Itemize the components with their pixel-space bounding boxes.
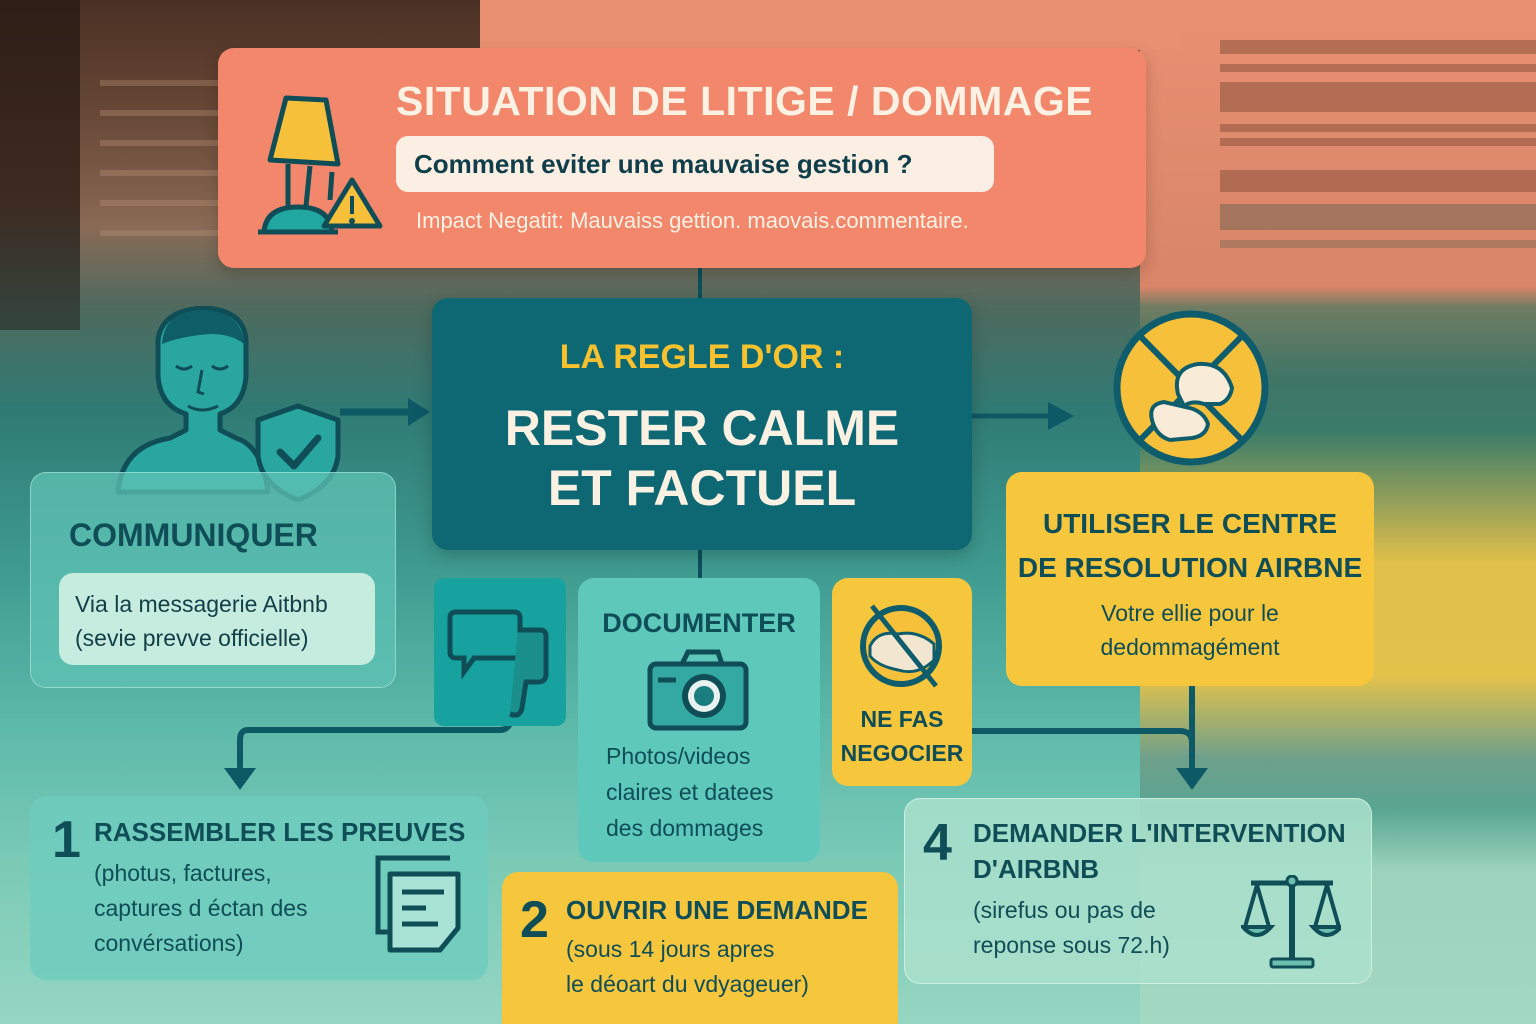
step-4-title-line-2: D'AIRBNB [973,854,1100,884]
step-4-description: (sirefus ou pas de reponse sous 72.h) [973,893,1170,963]
background-decorative-lines [100,80,220,260]
golden-rule-label: LA REGLE D'OR : [559,338,845,376]
documenter-description: Photos/videos claires et datees des domm… [606,738,773,846]
scale-justice-icon [1241,875,1341,969]
golden-rule-card: LA REGLE D'OR : RESTER CALME ET FACTUEL [432,298,972,550]
step-2-line-2: le déoart du vdyageuer) [566,971,809,997]
chat-bubbles-icon [447,609,549,718]
golden-rule-text: RESTER CALME ET FACTUEL [432,398,972,518]
step-4-card: 4 DEMANDER L'INTERVENTION D'AIRBNB (sire… [904,798,1372,984]
lamp-warning-icon [258,95,383,235]
step-2-number: 2 [520,891,549,949]
step-1-number: 1 [52,811,81,869]
step-4-title: DEMANDER L'INTERVENTION D'AIRBNB [973,815,1346,887]
communiquer-line-1: Via la messagerie Aitbnb [75,591,328,617]
camera-icon [647,649,749,731]
header-question: Comment eviter une mauvaise gestion ? [414,148,913,179]
handshake-icon [1113,310,1269,466]
step-4-number: 4 [923,814,952,872]
documenter-title: DOCUMENTER [602,608,796,638]
header-impact-text: Impact Negatit: Mauvaiss gettion. maovai… [416,208,969,233]
documents-icon [375,855,461,953]
step-2-description: (sous 14 jours apres le déoart du vdyage… [566,932,809,1002]
resolution-centre-subtitle: Votre ellie pour le dedommagément [1006,596,1374,664]
header-question-pill: Comment eviter une mauvaise gestion ? [396,136,994,192]
step-2-title: OUVRIR UNE DEMANDE [566,895,868,925]
resolution-centre-line-2: DE RESOLUTION AIRBNE [1017,552,1363,583]
step-1-line-1: (photus, factures, [94,860,272,886]
golden-rule-line-1: RESTER CALME [504,400,900,456]
step-1-line-2: captures d éctan des [94,895,308,921]
documenter-line-2: claires et datees [606,779,774,805]
ne-pas-negocier-line-2: NEGOCIER [840,740,964,766]
background-top-band [480,0,1180,50]
documenter-card: DOCUMENTER Photos/videos claires et date… [578,578,820,862]
header-title: SITUATION DE LITIGE / DOMMAGE [396,78,1094,124]
resolution-centre-card: UTILISER LE CENTRE DE RESOLUTION AIRBNE … [1006,472,1374,686]
step-2-card: 2 OUVRIR UNE DEMANDE (sous 14 jours apre… [502,872,898,1024]
step-4-line-2: reponse sous 72.h) [973,932,1170,958]
ne-pas-negocier-line-1: NE FAS [860,706,944,732]
situation-header-card: SITUATION DE LITIGE / DOMMAGE Comment ev… [218,48,1146,268]
documenter-line-1: Photos/videos [606,743,751,769]
chat-card [434,578,566,726]
resolution-centre-sub-1: Votre ellie pour le [1101,600,1279,626]
step-1-card: 1 RASSEMBLER LES PREUVES (photus, factur… [30,796,488,980]
resolution-centre-sub-2: dedommagément [1100,634,1280,660]
resolution-centre-line-1: UTILISER LE CENTRE [1042,508,1337,539]
ne-pas-negocier-card: NE FAS NEGOCIER [832,578,972,786]
documenter-line-3: des dommages [606,815,764,841]
step-4-title-line-1: DEMANDER L'INTERVENTION [973,818,1346,848]
communiquer-title: COMMUNIQUER [69,517,318,553]
ne-pas-negocier-title: NE FAS NEGOCIER [832,702,972,770]
step-2-line-1: (sous 14 jours apres [566,936,775,962]
background-left-dark [0,0,80,330]
step-1-title: RASSEMBLER LES PREUVES [94,817,466,847]
step-1-description: (photus, factures, captures d éctan des … [94,856,308,961]
step-4-line-1: (sirefus ou pas de [973,897,1156,923]
resolution-centre-title: UTILISER LE CENTRE DE RESOLUTION AIRBNE [1006,502,1374,590]
communiquer-card: COMMUNIQUER Via la messagerie Aitbnb (se… [30,472,396,688]
no-handshake-icon [860,604,942,688]
step-1-line-3: convérsations) [94,930,244,956]
golden-rule-line-2: ET FACTUEL [547,460,857,516]
communiquer-line-2: (sevie prevve officielle) [75,625,309,651]
communiquer-detail-pill: Via la messagerie Aitbnb (sevie prevve o… [59,573,375,665]
